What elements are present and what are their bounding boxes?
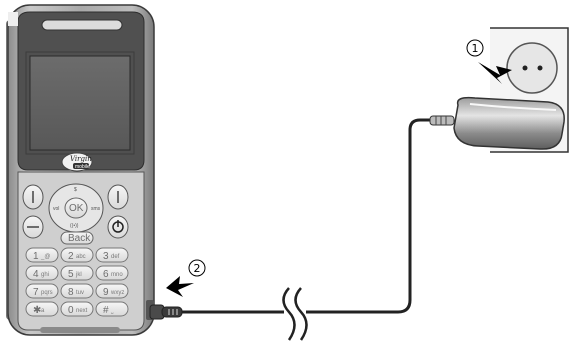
ok-label: OK (69, 203, 84, 214)
logo-sub: mobile (75, 164, 90, 170)
key-4-sub: ghi (41, 272, 49, 278)
key-11-main: 0 (68, 305, 74, 316)
plug-ridge-2 (172, 309, 174, 315)
key-6-main: 6 (103, 269, 109, 280)
navigation-pad[interactable]: OK $ vol sms ((•)) (49, 184, 103, 232)
logo-brand: Virgin (70, 155, 92, 163)
plug-ridge-1 (168, 309, 170, 315)
nav-up-label: $ (74, 187, 77, 193)
key-6-sub: mno (111, 272, 123, 278)
key-7-sub: pqrs (41, 290, 53, 296)
key-5-main: 5 (68, 269, 74, 280)
key-1-main: 1 (33, 251, 39, 262)
step-2-number: 2 (194, 262, 201, 275)
key-3-sub: def (111, 254, 120, 260)
key-11-sub: next (76, 308, 88, 314)
virgin-mobile-logo: Virgin mobile (62, 153, 92, 171)
phone-bottom-bar (40, 327, 120, 333)
cable-strain-relief (430, 116, 454, 125)
nav-right-label: sms (91, 206, 101, 212)
key-12-main: # (103, 305, 109, 316)
key-2-sub: abc (76, 254, 86, 260)
cable-break-icon (284, 288, 307, 340)
wall-charger-icon (454, 98, 564, 149)
mobile-phone: Virgin mobile OK $ vol sms ((•)) Back 1_ (6, 5, 154, 335)
insert-arrow-icon-2 (166, 276, 194, 297)
key-2-main: 2 (68, 251, 74, 262)
key-3-main: 3 (103, 251, 109, 262)
key-9-sub: wxyz (110, 290, 124, 296)
side-highlight (8, 12, 18, 26)
plug-ridge-3 (176, 309, 178, 315)
socket-face (507, 43, 557, 93)
nav-left-label: vol (53, 206, 59, 212)
cable-segment-right (306, 120, 432, 312)
socket-hole-right (538, 66, 543, 71)
socket-hole-left (523, 66, 528, 71)
key-5-sub: jkl (75, 272, 82, 278)
key-9-main: 9 (103, 287, 109, 298)
step-1-number: 1 (472, 42, 479, 55)
earpiece (42, 20, 122, 30)
nav-down-label: ((•)) (70, 223, 79, 229)
charger-cable (150, 116, 454, 340)
key-4-main: 4 (33, 269, 39, 280)
key-8-sub: tuv (76, 290, 84, 296)
step-2-marker: 2 (166, 260, 205, 297)
phone-screen (30, 56, 130, 150)
back-key-label: Back (68, 233, 91, 244)
key-8-main: 8 (68, 287, 74, 298)
key-1-sub: _@ (40, 254, 50, 260)
key-7-main: 7 (33, 287, 39, 298)
